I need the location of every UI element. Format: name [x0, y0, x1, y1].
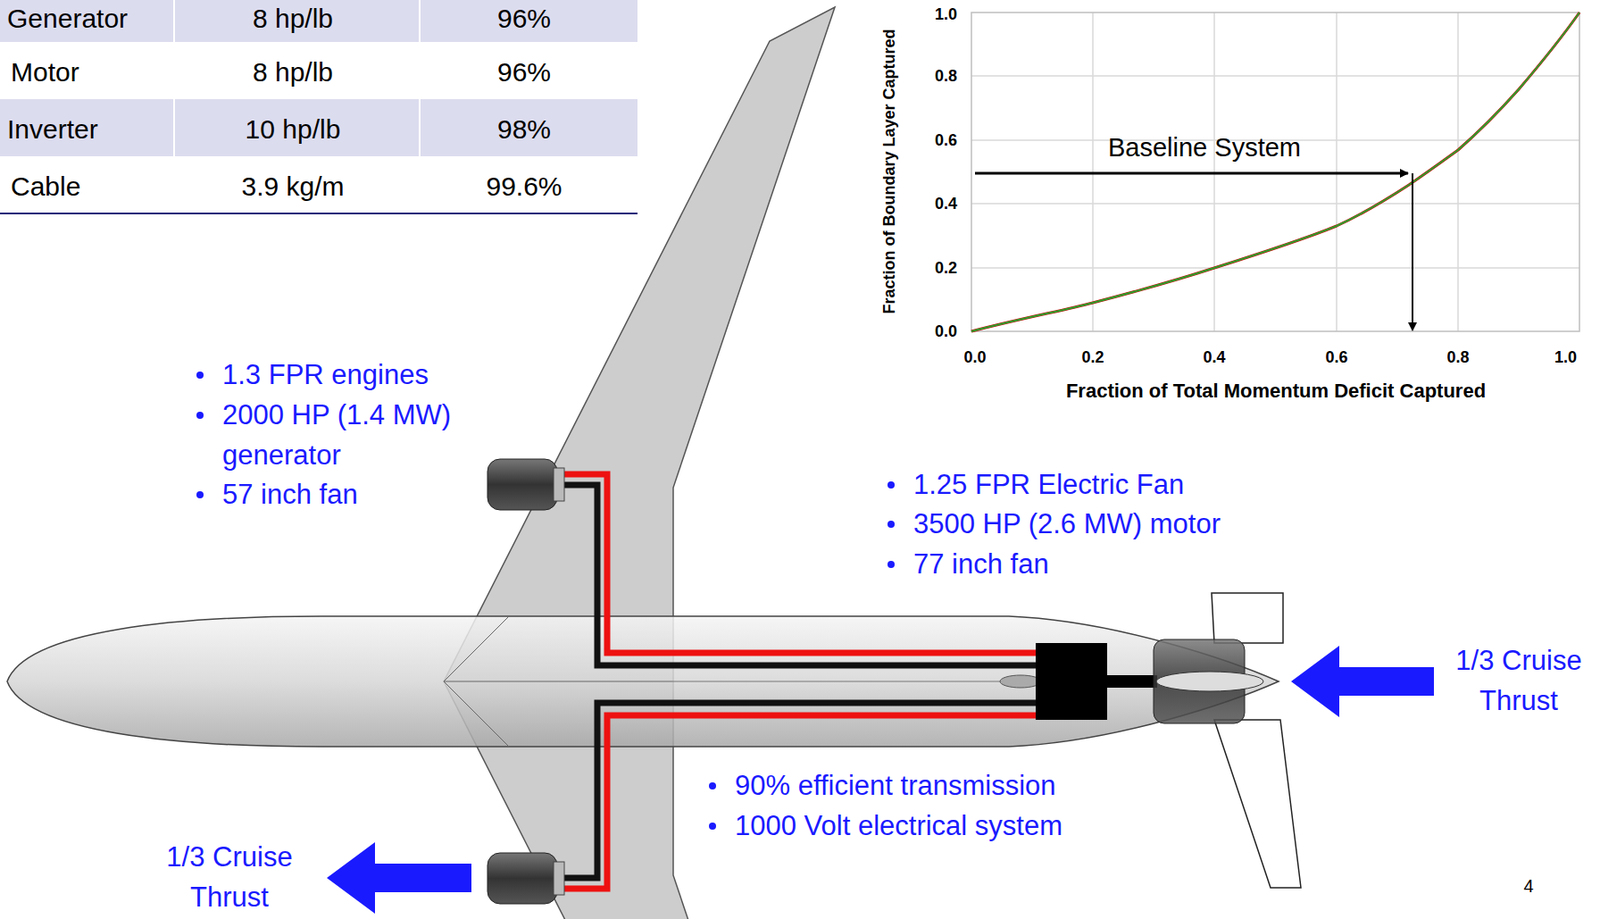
chart [971, 12, 1580, 332]
bullet-dot [887, 520, 895, 528]
bullet-dot [887, 560, 895, 568]
spec-bullet: 2000 HP (1.4 MW) generator [222, 395, 509, 476]
table-cell: Inverter [7, 108, 99, 150]
thrust-label: 1/3 Cruise Thrust [149, 837, 310, 918]
table-cell: 99.6% [485, 166, 562, 207]
table-cell: 96% [497, 51, 551, 92]
axis-title: Fraction of Total Momentum Deficit Captu… [1066, 375, 1486, 406]
table-cell: 10 hp/lb [245, 108, 342, 150]
chart-tick: 0.2 [1081, 345, 1104, 370]
chart-tick: 0.8 [934, 64, 958, 89]
table-cell: 98% [497, 108, 551, 150]
bullet-dot [196, 411, 204, 419]
chart-tick: 0.2 [934, 256, 958, 281]
table-cell: Cable [10, 166, 81, 207]
tail [1214, 719, 1301, 888]
bullet-dot [708, 782, 717, 790]
fuselage [7, 616, 1279, 747]
spec-bullet: 77 inch fan [913, 543, 1050, 586]
motor [1035, 642, 1108, 720]
bullet-dot [196, 371, 204, 379]
thrust-arrow [1291, 645, 1434, 717]
spec-bullet: 1.25 FPR Electric Fan [913, 464, 1184, 507]
tail [1211, 592, 1284, 643]
thrust-label: 1/3 Cruise Thrust [1438, 641, 1600, 722]
bullet-dot [708, 822, 717, 830]
table-cell: 8 hp/lb [252, 0, 334, 39]
chart-tick: 0.0 [934, 319, 958, 344]
annotation: Baseline System [1108, 128, 1301, 168]
chart-tick: 0.4 [1202, 345, 1225, 370]
chart-tick: 0.0 [963, 345, 986, 370]
spec-bullet: 1000 Volt electrical system [734, 805, 1063, 848]
table-cell: 8 hp/lb [252, 51, 334, 92]
thrust-arrow [326, 841, 472, 914]
wing [443, 7, 835, 682]
table-cell: Motor [10, 51, 80, 92]
chart-tick: 0.6 [1325, 345, 1348, 370]
chart-tick: 1.0 [934, 2, 958, 27]
chart-tick: 0.4 [934, 191, 958, 217]
spec-bullet: 57 inch fan [222, 474, 359, 517]
table-cell: Generator [7, 0, 128, 39]
bullet-dot [887, 481, 895, 489]
chart-tick: 1.0 [1554, 345, 1577, 370]
spec-bullet: 90% efficient transmission [734, 765, 1057, 808]
table-cell: 3.9 kg/m [241, 166, 344, 207]
bullet-dot [196, 491, 204, 499]
spec-bullet: 1.3 FPR engines [222, 354, 429, 397]
spec-bullet: 3500 HP (2.6 MW) motor [913, 503, 1221, 546]
chart-tick: 0.8 [1446, 345, 1469, 370]
chart-tick: 0.6 [934, 128, 958, 153]
table-cell: 96% [497, 0, 551, 39]
engine [487, 458, 565, 904]
page-number: 4 [1523, 872, 1534, 900]
axis-title: Fraction of Boundary Layer Captured [877, 28, 902, 314]
